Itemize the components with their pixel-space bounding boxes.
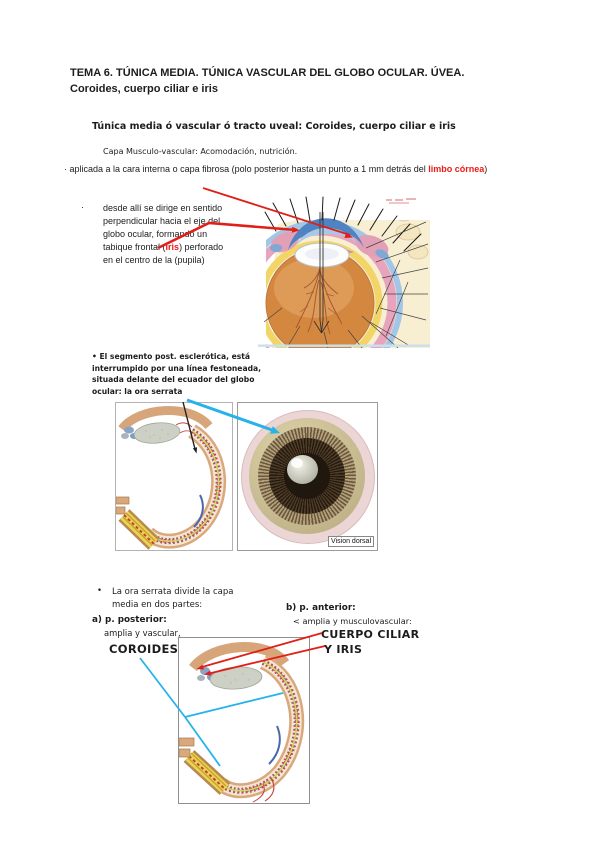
page-title: TEMA 6. TÚNICA MEDIA. TÚNICA VASCULAR DE… (70, 66, 555, 97)
iris-term: iris (165, 242, 180, 252)
title-line-1: TEMA 6. TÚNICA MEDIA. TÚNICA VASCULAR DE… (70, 67, 465, 79)
figure-eye-wall-section (115, 402, 233, 551)
lens-core (305, 248, 339, 260)
limbo-paragraph: · aplicada a la cara interna o capa fibr… (64, 163, 494, 176)
iris-bullet-marker: · (81, 202, 84, 212)
lens-stipple (145, 429, 169, 439)
eye-wall-illustration (115, 403, 232, 550)
anterior-part-description: < amplia y musculovascular: (293, 616, 412, 626)
left-conjunctiva (270, 244, 282, 252)
vortex-vein (193, 494, 204, 528)
muscle-stubs (115, 496, 130, 515)
ora-serrata-paragraph: • El segmento post. esclerótica, está in… (92, 352, 262, 396)
wall-layers (142, 424, 227, 549)
uveal-tract-heading: Túnica media ó vascular ó tracto uveal: … (92, 121, 456, 132)
figure-bottom-edge (258, 344, 430, 347)
iris-paragraph: desde allí se dirige en sentido perpendi… (103, 202, 229, 267)
limbo-text-post: ) (484, 164, 488, 174)
wall-layers (216, 655, 305, 799)
figure-uvea-section (178, 637, 310, 804)
figure-caption: Vision dorsal (328, 536, 374, 547)
posterior-part-label: a) p. posterior: (92, 615, 167, 625)
uvea-section-illustration (178, 638, 309, 803)
musculo-vascular-line: Capa Musculo-vascular: Acomodación, nutr… (103, 147, 298, 156)
posterior-part-description: amplia y vascular, (104, 628, 181, 638)
limbo-text-pre: · aplicada a la cara interna o capa fibr… (64, 164, 429, 174)
coroides-term: COROIDES (109, 642, 179, 656)
optic-nerve (118, 509, 160, 550)
limbo-cornea-term: limbo córnea (428, 164, 485, 174)
division-bullet-marker: • (97, 586, 103, 596)
figure-dorsal-view: Vision dorsal (237, 402, 378, 551)
retinal-vessels (295, 267, 343, 335)
lens-highlight (291, 458, 303, 468)
eye-sagittal-illustration (237, 196, 430, 386)
figure-eye-sagittal-anterior (237, 196, 430, 386)
anterior-part-label: b) p. anterior: (286, 603, 356, 613)
lens (133, 422, 181, 444)
vortex-vein (268, 725, 281, 765)
title-line-2: Coroides, cuerpo ciliar e iris (70, 82, 218, 95)
cuerpo-ciliar-term: CUERPO CILIAR (321, 628, 420, 641)
iris-text-pre: desde allí se dirige en sentido perpendi… (103, 203, 223, 252)
division-bullet-text: La ora serrata divide la capa media en d… (112, 587, 234, 610)
vessels (252, 777, 275, 803)
right-conjunctiva (375, 249, 389, 259)
iris-term-bottom: Y IRIS (324, 643, 363, 656)
watermark-mark (386, 198, 416, 204)
figure-leader-lines (263, 221, 429, 349)
